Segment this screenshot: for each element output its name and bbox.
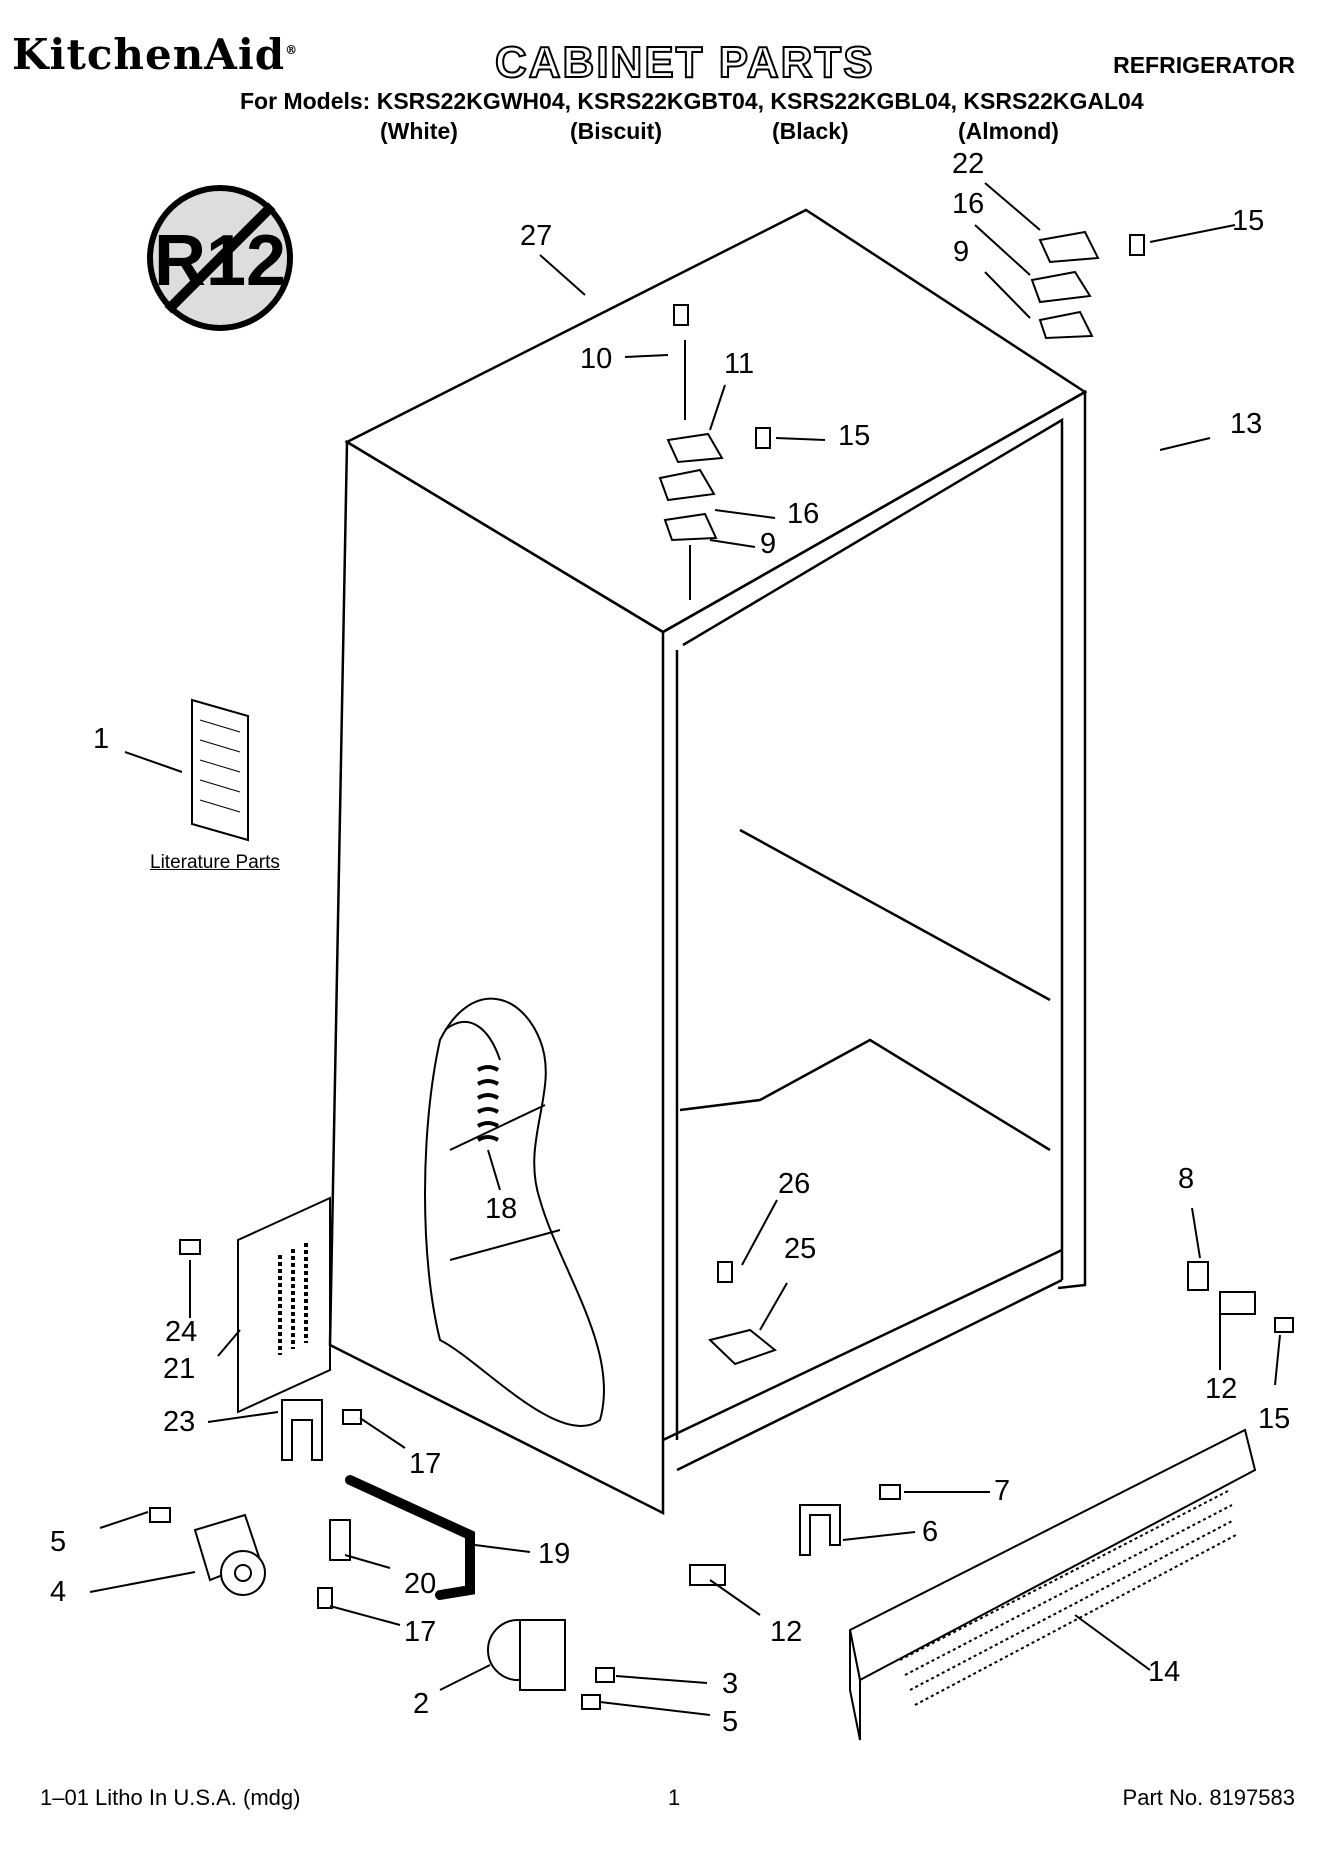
clamp-icon [281,1399,323,1461]
hinge-left-icon [658,340,724,600]
callout-18: 18 [485,1193,518,1225]
callout-7: 7 [994,1475,1011,1507]
bracket-icons [689,1261,1256,1586]
spring-hose-icon [476,1065,500,1142]
callout-22: 22 [952,148,985,180]
appliance-type: REFRIGERATOR [1113,52,1295,78]
callout-11: 11 [724,348,755,380]
color-black: (Black) [772,118,849,144]
callout-17-upper: 17 [409,1448,442,1480]
callout-4: 4 [50,1576,67,1608]
callout-1: 1 [93,723,110,755]
footer-page-number: 1 [668,1785,681,1810]
footer-litho: 1–01 Litho In U.S.A. (mdg) [40,1785,301,1810]
water-tube-icon [329,1475,475,1600]
callout-23: 23 [163,1406,196,1438]
callout-19: 19 [538,1538,571,1570]
kickplate-grille-icon [848,1428,1257,1741]
callout-24: 24 [165,1316,198,1348]
callout-12-right: 12 [1205,1373,1238,1405]
callout-15-top: 15 [1232,205,1265,237]
callout-21: 21 [163,1353,196,1385]
footer-part-number: Part No. 8197583 [1122,1785,1295,1810]
roller-icon [193,1513,266,1596]
hinge-right-icon [1030,230,1100,340]
callout-16-mid: 16 [787,498,820,530]
leader-arrows [89,182,1281,1716]
callout-15-mid: 15 [838,420,871,452]
callout-5-left: 5 [50,1526,67,1558]
leveling-leg-icon [487,1619,566,1691]
literature-parts-label: Literature Parts [150,852,280,873]
callout-14: 14 [1148,1656,1181,1688]
callout-27: 27 [520,220,553,252]
callout-15-right: 15 [1258,1403,1291,1435]
callout-16-top: 16 [952,188,985,220]
callout-2: 2 [413,1688,430,1720]
color-biscuit: (Biscuit) [570,118,662,144]
mount-bracket-icon [708,1328,778,1366]
callout-25: 25 [784,1233,817,1265]
callout-6: 6 [922,1516,939,1548]
callout-20: 20 [404,1568,437,1600]
callout-12-bottom: 12 [770,1616,803,1648]
color-almond: (Almond) [958,118,1059,144]
color-white: (White) [380,118,458,144]
screw-icons [149,234,1294,1710]
rear-panel-icon [237,1196,331,1414]
page-title: CABINET PARTS [494,37,875,88]
callout-8: 8 [1178,1163,1195,1195]
callout-3: 3 [722,1668,739,1700]
callout-9-mid: 9 [760,528,777,560]
callout-13: 13 [1230,408,1263,440]
callout-17-lower: 17 [404,1616,437,1648]
literature-booklet-icon [191,698,249,842]
callout-10: 10 [580,343,613,375]
callout-5-bottom: 5 [722,1706,739,1738]
cabinet-body [328,208,1088,1516]
brand-logo: KitchenAid® [12,30,299,79]
callout-26: 26 [778,1168,811,1200]
models-line: For Models: KSRS22KGWH04, KSRS22KGBT04, … [240,88,1144,114]
no-r12-badge: R12 [147,185,293,331]
callout-9-top: 9 [953,236,970,268]
